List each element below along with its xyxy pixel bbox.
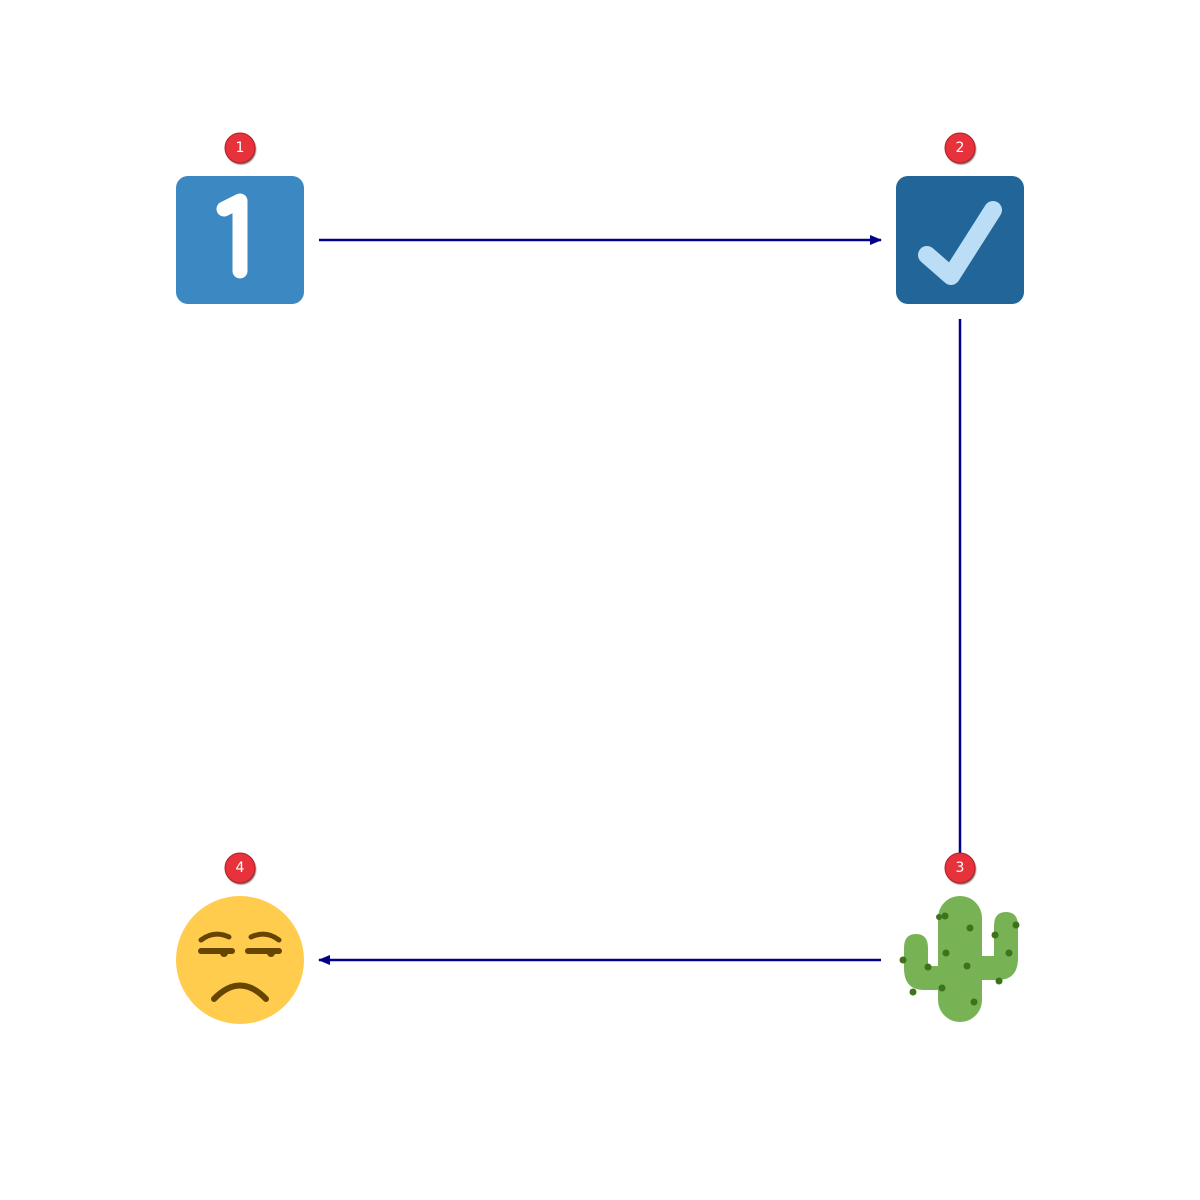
node-badge: 1 — [224, 132, 256, 164]
keycap-digit-one-icon — [176, 176, 304, 304]
node-4[interactable]: 4 — [176, 852, 304, 1024]
check-box-with-check-icon — [896, 176, 1024, 304]
node-badge: 4 — [224, 852, 256, 884]
node-badge: 2 — [944, 132, 976, 164]
unamused-face-icon — [176, 896, 304, 1024]
node-badge-label: 1 — [236, 140, 245, 156]
node-3[interactable]: 3 — [899, 852, 1020, 1022]
node-badge: 3 — [944, 852, 976, 884]
cactus-icon — [899, 896, 1020, 1022]
node-badge-label: 3 — [956, 860, 965, 876]
node-badge-label: 2 — [956, 140, 965, 156]
node-badge-label: 4 — [236, 860, 245, 876]
node-2[interactable]: 2 — [896, 132, 1024, 304]
node-1[interactable]: 1 — [176, 132, 304, 304]
